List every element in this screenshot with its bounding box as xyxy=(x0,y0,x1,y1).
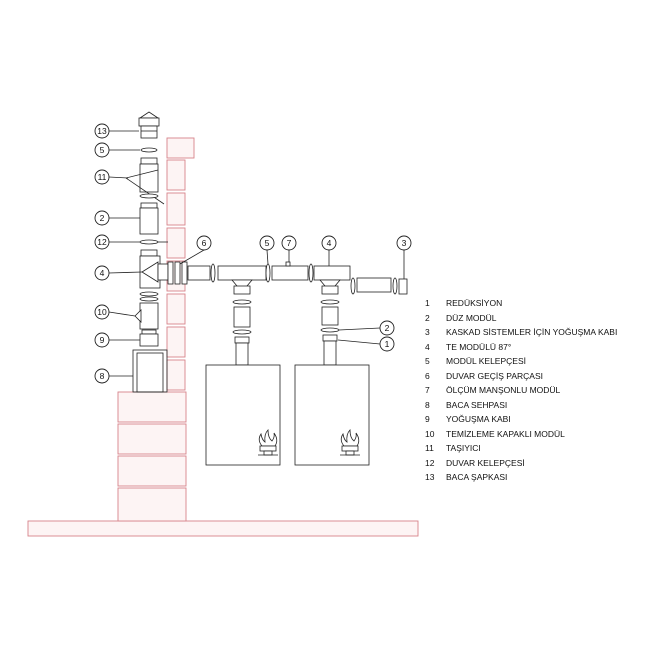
svg-text:DUVAR KELEPÇESİ: DUVAR KELEPÇESİ xyxy=(446,458,525,468)
svg-text:ÖLÇÜM MANŞONLU MODÜL: ÖLÇÜM MANŞONLU MODÜL xyxy=(446,385,561,395)
flame-icon xyxy=(340,429,360,456)
svg-text:DÜZ MODÜL: DÜZ MODÜL xyxy=(446,313,497,323)
tee-module-boiler-1 xyxy=(217,265,267,295)
svg-text:10: 10 xyxy=(425,429,435,439)
boiler-1 xyxy=(205,364,281,466)
callout-3: 3 xyxy=(396,235,412,251)
svg-text:5: 5 xyxy=(265,238,270,248)
svg-text:3: 3 xyxy=(402,238,407,248)
legend-item: 1 REDÜKSİYON xyxy=(425,298,502,308)
boiler-2-connection xyxy=(320,299,340,366)
callout-2-boiler: 2 xyxy=(379,320,395,336)
condensate-trap xyxy=(139,329,159,347)
callout-11: 11 xyxy=(94,169,110,185)
legend-item: 2 DÜZ MODÜL xyxy=(425,313,497,323)
callout-4-horizontal: 4 xyxy=(321,235,337,251)
callout-4: 4 xyxy=(94,265,110,281)
legend-item: 13 BACA ŞAPKASI xyxy=(425,472,507,482)
svg-text:6: 6 xyxy=(425,371,430,381)
legend-item: 8 BACA SEHPASI xyxy=(425,400,507,410)
svg-text:7: 7 xyxy=(287,238,292,248)
straight-module xyxy=(139,202,159,235)
svg-text:2: 2 xyxy=(385,323,390,333)
callout-7: 7 xyxy=(281,235,297,251)
legend-item: 6 DUVAR GEÇİŞ PARÇASI xyxy=(425,371,543,381)
callout-10: 10 xyxy=(94,304,110,320)
svg-text:5: 5 xyxy=(425,356,430,366)
boiler-1-connection xyxy=(232,299,252,366)
floor-slab xyxy=(27,520,419,537)
horizontal-flue xyxy=(167,261,408,295)
callout-5-horizontal: 5 xyxy=(259,235,275,251)
cleaning-cap-module xyxy=(134,302,159,330)
callout-2: 2 xyxy=(94,210,110,226)
legend: 1 REDÜKSİYON 2 DÜZ MODÜL 3 KASKAD SİSTEMLER… xyxy=(425,298,617,482)
chimney-base xyxy=(117,391,187,522)
svg-text:KASKAD SİSTEMLER İÇİN YOĞUŞMA: KASKAD SİSTEMLER İÇİN YOĞUŞMA KABI xyxy=(446,327,617,337)
svg-text:TE MODÜLÜ 87°: TE MODÜLÜ 87° xyxy=(446,342,511,352)
callout-13: 13 xyxy=(94,123,110,139)
svg-text:2: 2 xyxy=(425,313,430,323)
callout-1: 1 xyxy=(379,336,395,352)
svg-text:4: 4 xyxy=(327,238,332,248)
svg-text:DUVAR GEÇİŞ PARÇASI: DUVAR GEÇİŞ PARÇASI xyxy=(446,371,543,381)
vertical-flue xyxy=(125,111,169,393)
legend-item: 5 MODÜL KELEPÇESİ xyxy=(425,356,526,366)
measuring-module xyxy=(271,261,309,281)
svg-text:BACA SEHPASI: BACA SEHPASI xyxy=(446,400,507,410)
svg-text:2: 2 xyxy=(100,213,105,223)
svg-text:TAŞIYICI: TAŞIYICI xyxy=(446,443,481,453)
callout-6: 6 xyxy=(196,235,212,251)
chimney-cap xyxy=(138,111,160,139)
svg-text:4: 4 xyxy=(425,342,430,352)
svg-text:12: 12 xyxy=(425,458,435,468)
legend-item: 12 DUVAR KELEPÇESİ xyxy=(425,458,525,468)
chimney-stand xyxy=(132,349,168,393)
tee-module xyxy=(139,249,169,289)
svg-text:9: 9 xyxy=(425,414,430,424)
svg-text:13: 13 xyxy=(97,126,107,136)
svg-text:8: 8 xyxy=(425,400,430,410)
legend-item: 9 YOĞUŞMA KABI xyxy=(425,414,511,424)
svg-text:9: 9 xyxy=(100,335,105,345)
svg-text:6: 6 xyxy=(202,238,207,248)
svg-text:8: 8 xyxy=(100,371,105,381)
svg-text:1: 1 xyxy=(425,298,430,308)
svg-text:13: 13 xyxy=(425,472,435,482)
callout-9: 9 xyxy=(94,332,110,348)
svg-text:3: 3 xyxy=(425,327,430,337)
svg-text:10: 10 xyxy=(97,307,107,317)
support-bracket xyxy=(125,157,165,205)
svg-text:REDÜKSİYON: REDÜKSİYON xyxy=(446,298,502,308)
callout-leaders xyxy=(108,130,405,377)
svg-text:12: 12 xyxy=(97,237,107,247)
boiler-2 xyxy=(294,364,370,466)
legend-item: 10 TEMİZLEME KAPAKLI MODÜL xyxy=(425,429,565,439)
cascade-condensate-trap xyxy=(392,277,408,295)
svg-text:7: 7 xyxy=(425,385,430,395)
callout-5: 5 xyxy=(94,142,110,158)
svg-text:4: 4 xyxy=(100,268,105,278)
tee-module-boiler-2 xyxy=(313,265,351,295)
legend-item: 7 ÖLÇÜM MANŞONLU MODÜL xyxy=(425,385,561,395)
svg-text:TEMİZLEME KAPAKLI MODÜL: TEMİZLEME KAPAKLI MODÜL xyxy=(446,429,565,439)
legend-item: 11 TAŞIYICI xyxy=(425,443,481,453)
svg-text:MODÜL KELEPÇESİ: MODÜL KELEPÇESİ xyxy=(446,356,526,366)
svg-text:5: 5 xyxy=(100,145,105,155)
module-clamp xyxy=(140,147,158,153)
svg-text:BACA ŞAPKASI: BACA ŞAPKASI xyxy=(446,472,507,482)
callout-8: 8 xyxy=(94,368,110,384)
wall-clamp xyxy=(139,239,168,245)
legend-item: 3 KASKAD SİSTEMLER İÇİN YOĞUŞMA KABI xyxy=(425,327,617,337)
svg-text:1: 1 xyxy=(385,339,390,349)
flame-icon xyxy=(258,429,278,456)
svg-text:11: 11 xyxy=(98,172,107,182)
svg-text:11: 11 xyxy=(425,443,434,453)
callout-12: 12 xyxy=(94,234,110,250)
svg-text:YOĞUŞMA KABI: YOĞUŞMA KABI xyxy=(446,414,511,424)
legend-item: 4 TE MODÜLÜ 87° xyxy=(425,342,511,352)
